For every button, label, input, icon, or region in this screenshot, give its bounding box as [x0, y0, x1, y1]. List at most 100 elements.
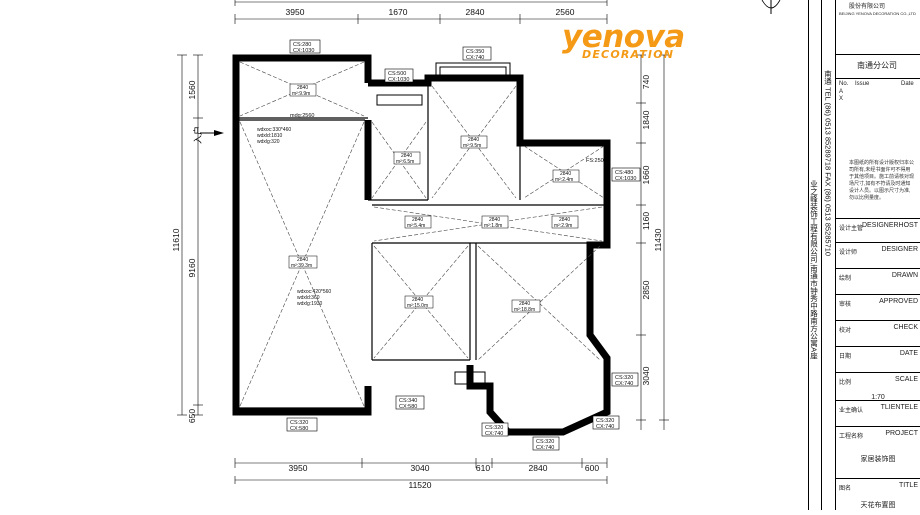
bottom-dim-overall: 11520 — [408, 480, 431, 490]
svg-text:m²:9.9m: m²:9.9m — [292, 91, 310, 97]
title-block-row-label: 工程名称 — [839, 434, 864, 440]
project-value: 家居装饰图 — [860, 456, 896, 463]
title-block-row-line — [835, 242, 920, 243]
top-dim-segment: 2560 — [556, 7, 575, 17]
title-block-row-label: 日期 — [839, 354, 852, 360]
right-dim-segment: 1840 — [641, 110, 651, 129]
entrance-label: 入户 — [192, 126, 203, 144]
svg-text:CX:740: CX:740 — [615, 381, 633, 387]
title-block-row-line — [835, 400, 920, 401]
svg-text:CX:1030: CX:1030 — [293, 48, 314, 54]
issue-date-header: Date — [901, 81, 914, 87]
svg-text:m²:15.0m: m²:15.0m — [407, 303, 428, 309]
svg-text:m²:2.4m: m²:2.4m — [555, 177, 573, 183]
svg-text:CX:580: CX:580 — [290, 426, 308, 432]
issue-header: Issue — [855, 81, 870, 87]
company-name-top: 股份有限公司 — [849, 4, 886, 10]
svg-text:wdxoc:330*460: wdxoc:330*460 — [257, 127, 291, 133]
title-block-row-value: DATE — [899, 350, 918, 357]
svg-text:CX:580: CX:580 — [399, 404, 417, 410]
svg-text:FS:250: FS:250 — [586, 158, 604, 164]
svg-text:m²:6.5m: m²:6.5m — [396, 159, 414, 165]
left-dim-segment: 1560 — [187, 80, 197, 99]
svg-text:2840: 2840 — [401, 153, 412, 159]
svg-text:CX:1030: CX:1030 — [615, 176, 636, 182]
svg-text:CS:350: CS:350 — [466, 49, 484, 55]
title-block-row-value: DRAWN — [891, 272, 918, 279]
title-block-row-label: 绘制 — [839, 276, 852, 282]
svg-text:m²:39.3m: m²:39.3m — [291, 263, 312, 269]
svg-text:wdxoc:420*560: wdxoc:420*560 — [297, 289, 331, 295]
title-block-row-value: DESIGNERHOST — [861, 222, 918, 229]
company-name-en: BEIJING YENOVA DECORATION CO.,LTD — [839, 11, 916, 16]
title-block-row-line — [835, 218, 920, 219]
svg-text:mdg:2560: mdg:2560 — [290, 113, 314, 119]
top-dim-segment: 2840 — [466, 7, 485, 17]
north-arrow-icon — [761, 0, 781, 14]
design-note: 本图纸的所有设计版权归本公司所有,未经书面许可不得用于其他项目。施工前请核对现场… — [849, 160, 915, 201]
svg-text:m²:9.5m: m²:9.5m — [463, 143, 481, 149]
title-block-divider — [821, 0, 822, 510]
svg-text:2840: 2840 — [412, 217, 423, 223]
right-dim-overall: 11430 — [653, 228, 663, 251]
svg-text:2840: 2840 — [559, 217, 570, 223]
right-dim-segment: 1160 — [641, 212, 651, 231]
title-block-row-value: SCALE — [895, 376, 918, 383]
title-block-row-value: TLIENTELE — [880, 404, 918, 411]
svg-text:2840: 2840 — [297, 85, 308, 91]
title-block-row-line — [835, 426, 920, 427]
left-dim-segment: 9160 — [187, 258, 197, 277]
svg-text:CX:740: CX:740 — [536, 445, 554, 451]
title-block-row-label: 业主确认 — [839, 408, 864, 414]
branch-name: 南通分公司 — [857, 61, 897, 70]
balcony-outline — [376, 62, 511, 385]
title-block-row-line — [835, 268, 920, 269]
svg-text:CS:480: CS:480 — [615, 170, 633, 176]
svg-text:CS:320: CS:320 — [596, 418, 614, 424]
top-dim-segment: 3950 — [286, 7, 305, 17]
svg-text:CX:740: CX:740 — [596, 424, 614, 430]
right-dim-segment: 740 — [641, 75, 651, 89]
svg-text:2840: 2840 — [489, 217, 500, 223]
right-dim-segment: 3040 — [641, 366, 651, 385]
floor-plan-drawing: 3950 1670 2840 2560 11520 3950 3040 610 … — [171, 0, 781, 490]
svg-text:m²:5.4m: m²:5.4m — [407, 223, 425, 229]
title-block-row-line — [835, 320, 920, 321]
window-notes: wdxoc:330*460 wdxld:1810 wdxlg:320 wdxoc… — [257, 113, 604, 307]
title-block-row-value: TITLE — [898, 482, 918, 489]
interior-walls — [236, 83, 605, 409]
title-block-divider — [835, 0, 836, 510]
rev-x: X — [839, 96, 844, 102]
svg-text:m²:1.8m: m²:1.8m — [484, 223, 502, 229]
title-block-row-value: DESIGNER — [881, 246, 918, 253]
svg-text:CS:320: CS:320 — [536, 439, 554, 445]
right-dim-segment: 1660 — [641, 165, 651, 184]
svg-text:CS:500: CS:500 — [388, 71, 406, 77]
bottom-dim-segment: 600 — [585, 463, 599, 473]
yenova-logo: yenova DECORATION — [562, 19, 685, 62]
title-block-row-line — [835, 294, 920, 295]
svg-text:m²:18.8m: m²:18.8m — [514, 307, 535, 313]
right-dim-segment: 2850 — [641, 280, 651, 299]
svg-text:CS:340: CS:340 — [399, 398, 417, 404]
title-block-row-value: APPROVED — [879, 298, 918, 305]
title-block-row-line — [835, 372, 920, 373]
dimension-text: 3950 1670 2840 2560 11520 3950 3040 610 … — [171, 0, 663, 490]
svg-text:wdxlg:320: wdxlg:320 — [257, 139, 280, 145]
svg-text:2840: 2840 — [297, 257, 308, 263]
